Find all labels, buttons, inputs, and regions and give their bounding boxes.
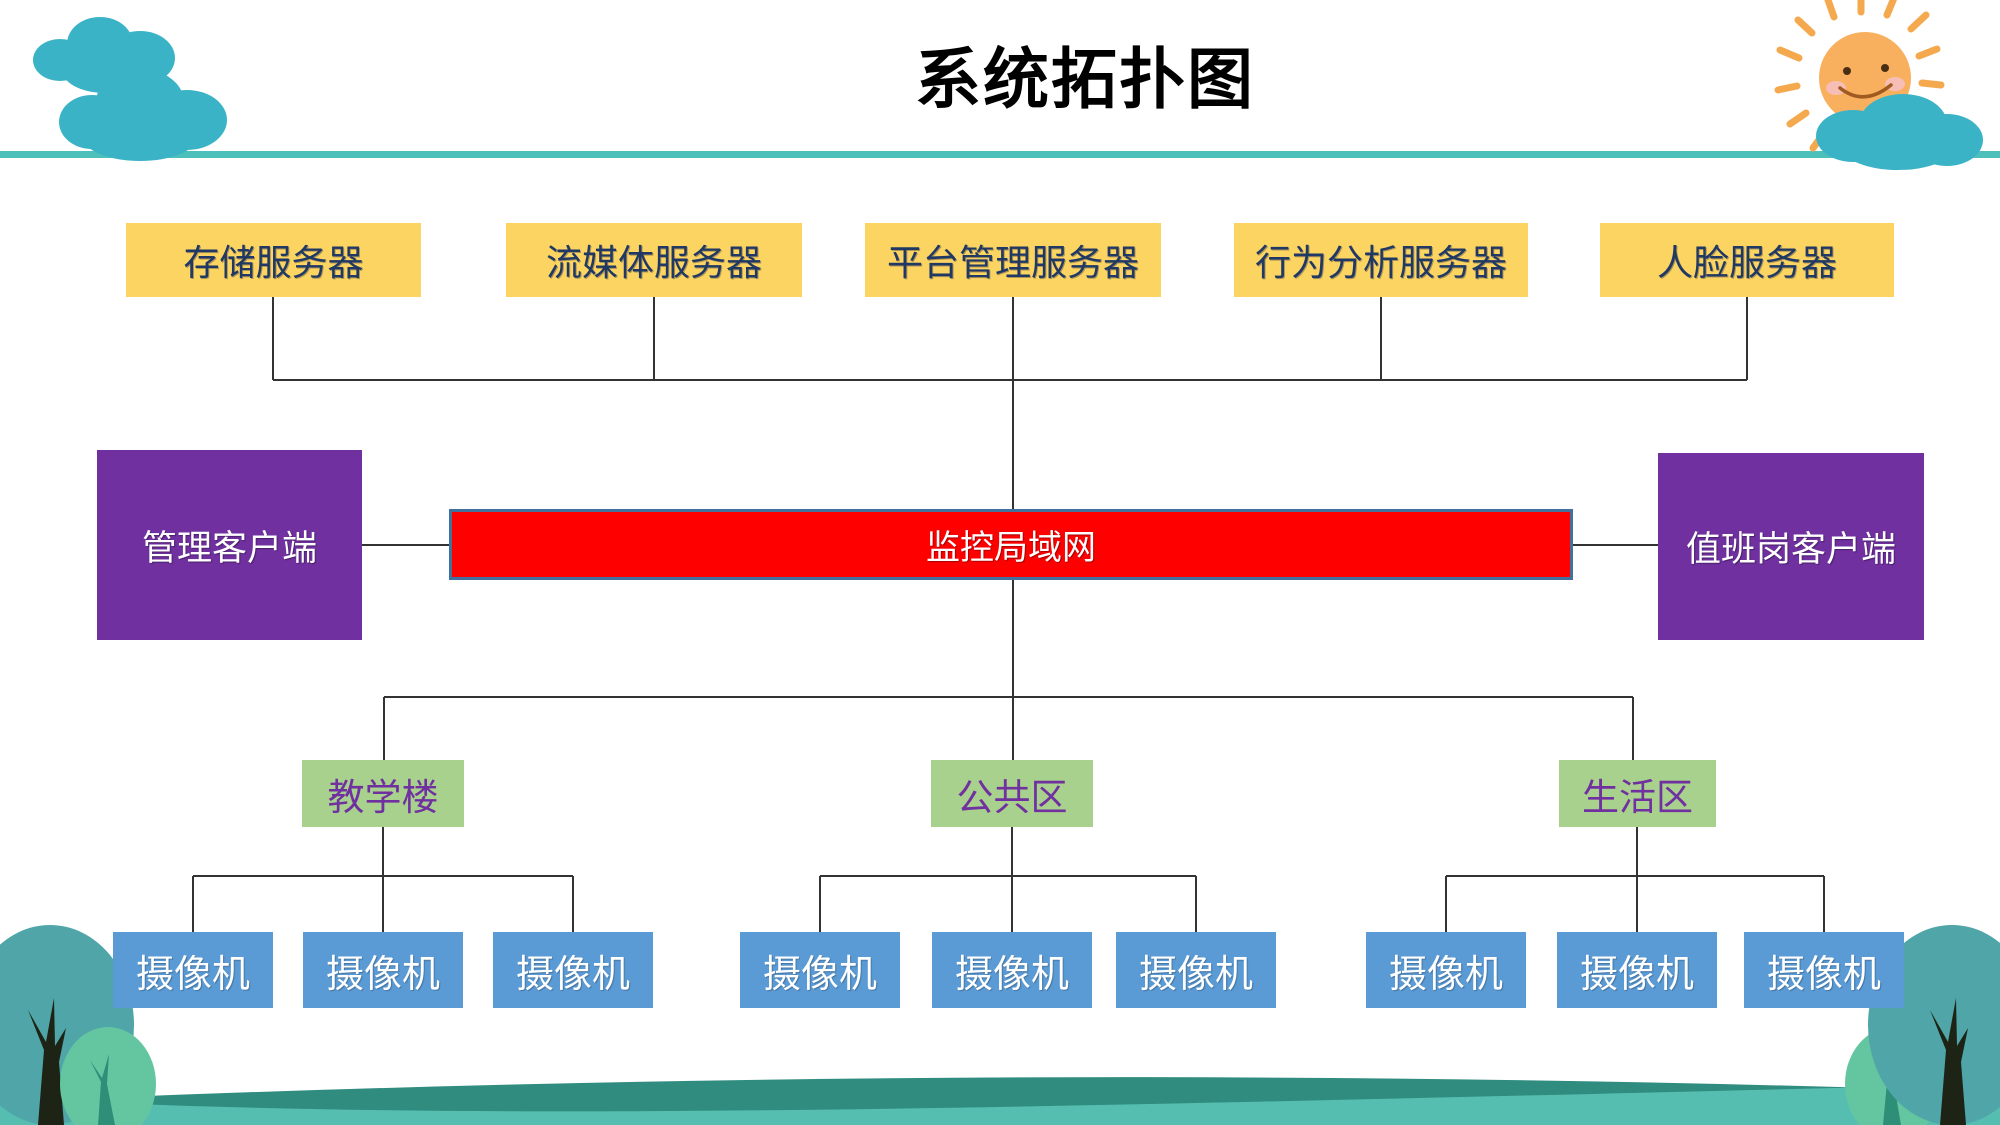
hills-graphic: [0, 1077, 2000, 1125]
node-camera: 摄像机: [113, 932, 273, 1008]
page-title: 系统拓扑图: [915, 42, 1255, 116]
node-camera: 摄像机: [1366, 932, 1526, 1008]
node-teaching-building: 教学楼: [302, 760, 464, 827]
node-camera: 摄像机: [1557, 932, 1717, 1008]
node-monitoring-lan: 监控局域网: [449, 509, 1573, 580]
node-camera: 摄像机: [303, 932, 463, 1008]
node-camera: 摄像机: [740, 932, 900, 1008]
node-camera: 摄像机: [1116, 932, 1276, 1008]
node-face-server: 人脸服务器: [1600, 223, 1894, 297]
connector-lines: [192, 297, 1825, 932]
node-camera: 摄像机: [932, 932, 1092, 1008]
node-public-area: 公共区: [931, 760, 1093, 827]
node-platform-server: 平台管理服务器: [865, 223, 1161, 297]
node-management-client: 管理客户端: [97, 450, 362, 640]
node-camera: 摄像机: [493, 932, 653, 1008]
node-storage-server: 存储服务器: [126, 223, 421, 297]
node-behavior-server: 行为分析服务器: [1234, 223, 1528, 297]
node-streaming-server: 流媒体服务器: [506, 223, 802, 297]
node-duty-client: 值班岗客户端: [1658, 453, 1924, 640]
node-camera: 摄像机: [1744, 932, 1904, 1008]
node-living-area: 生活区: [1559, 760, 1716, 827]
divider-line: [0, 151, 2000, 158]
